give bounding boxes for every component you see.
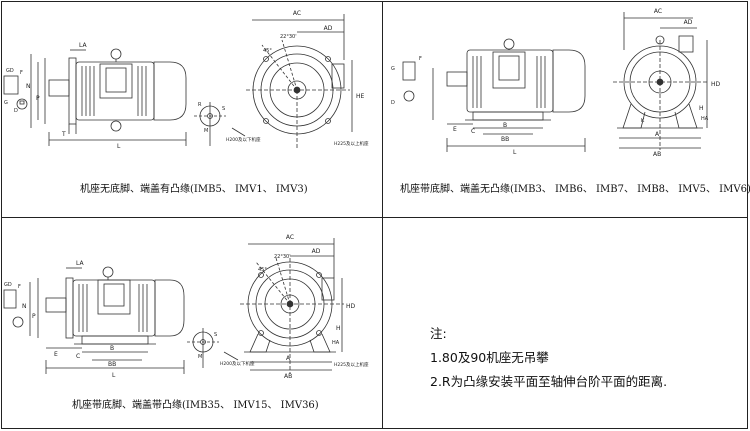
label-n-3: N: [22, 303, 27, 310]
label-l-2: L: [513, 149, 517, 156]
caption-imb35: 机座带底脚、端盖带凸缘(IMB35、 IMV15、 IMV36): [72, 400, 319, 411]
label-ab: AB: [653, 151, 661, 158]
label-ac-3: AC: [286, 234, 294, 241]
caption-imb3: 机座带底脚、端盖无凸缘(IMB3、 IMB6、 IMB7、 IMB8、 IMV5…: [400, 184, 750, 195]
label-p: P: [36, 95, 40, 102]
label-he: HE: [356, 93, 365, 100]
label-ab-3: AB: [284, 373, 292, 380]
drawing-feet-with-flange: AC AD HD H HA A AB 45° 22°30' H225及以上机座 …: [3, 234, 369, 380]
label-ad-3: AD: [312, 248, 321, 255]
label-e: E: [453, 126, 457, 133]
label-d-2: D: [391, 100, 395, 106]
label-ad: AD: [324, 25, 333, 32]
label-ha-3: HA: [332, 340, 340, 346]
label-22: 22°30': [280, 34, 297, 40]
label-ad-2: AD: [684, 19, 693, 26]
label-p-3: P: [32, 313, 36, 320]
label-f-2: F: [419, 56, 422, 62]
label-l-3: L: [112, 372, 116, 379]
label-c-3: C: [76, 353, 80, 360]
label-bb-3: BB: [108, 361, 116, 368]
label-h225-3: H225及以上机座: [334, 361, 369, 368]
label-ha: HA: [701, 116, 709, 122]
label-s-3: S: [214, 332, 217, 338]
label-a: A: [655, 131, 660, 138]
drawing-feet-no-flange: AC AD HD H HA A AB K L B BB E C G F D: [391, 8, 721, 158]
label-n: N: [26, 83, 31, 90]
vertical-divider: [382, 1, 383, 429]
label-m: M: [204, 128, 208, 134]
label-s: S: [222, 106, 225, 112]
label-c: C: [471, 128, 475, 135]
label-h200-3: H200及以下机座: [220, 360, 255, 367]
label-ac: AC: [293, 10, 301, 17]
label-22-3: 22°30': [274, 254, 291, 260]
caption-imb5: 机座无底脚、端盖有凸缘(IMB5、 IMV1、 IMV3): [80, 184, 308, 195]
label-bb: BB: [501, 136, 509, 143]
label-d: D: [14, 108, 18, 114]
label-ac-2: AC: [654, 8, 662, 15]
label-g-2: G: [391, 66, 395, 72]
label-la-3: LA: [76, 260, 84, 267]
label-45-3: 45°: [258, 267, 267, 273]
label-l: L: [117, 143, 121, 150]
label-h200: H200及以下机座: [226, 136, 261, 143]
horizontal-divider: [1, 217, 748, 218]
label-r: R: [198, 102, 202, 108]
label-h-2: H: [699, 105, 704, 112]
label-m-3: M: [198, 354, 202, 360]
label-g: G: [4, 100, 8, 106]
label-gd-3: GD: [4, 282, 12, 288]
note-2: 2.R为凸缘安装平面至轴伸台阶平面的距离.: [430, 374, 668, 389]
label-a-3: A: [286, 355, 291, 362]
label-f: F: [20, 70, 23, 76]
label-k: K: [641, 118, 645, 124]
label-t: T: [61, 131, 66, 138]
label-hd-3: HD: [346, 303, 356, 310]
notes-title: 注:: [430, 326, 447, 341]
label-gd: GD: [6, 68, 14, 74]
drawing-flange-no-feet: AC AD HE 45° 22°30' H225及以上机座 H200及以下机座 …: [3, 10, 369, 150]
label-h-3: H: [336, 325, 341, 332]
label-45: 45°: [263, 48, 272, 54]
label-la: LA: [79, 42, 87, 49]
label-h225: H225及以上机座: [334, 140, 369, 147]
label-b-3: B: [110, 345, 114, 352]
label-f-3: F: [18, 284, 21, 290]
label-hd: HD: [711, 81, 721, 88]
label-e-3: E: [54, 351, 58, 358]
label-b: B: [503, 122, 507, 129]
note-1: 1.80及90机座无吊攀: [430, 350, 549, 365]
notes-block: 注: 1.80及90机座无吊攀 2.R为凸缘安装平面至轴伸台阶平面的距离.: [430, 322, 667, 394]
